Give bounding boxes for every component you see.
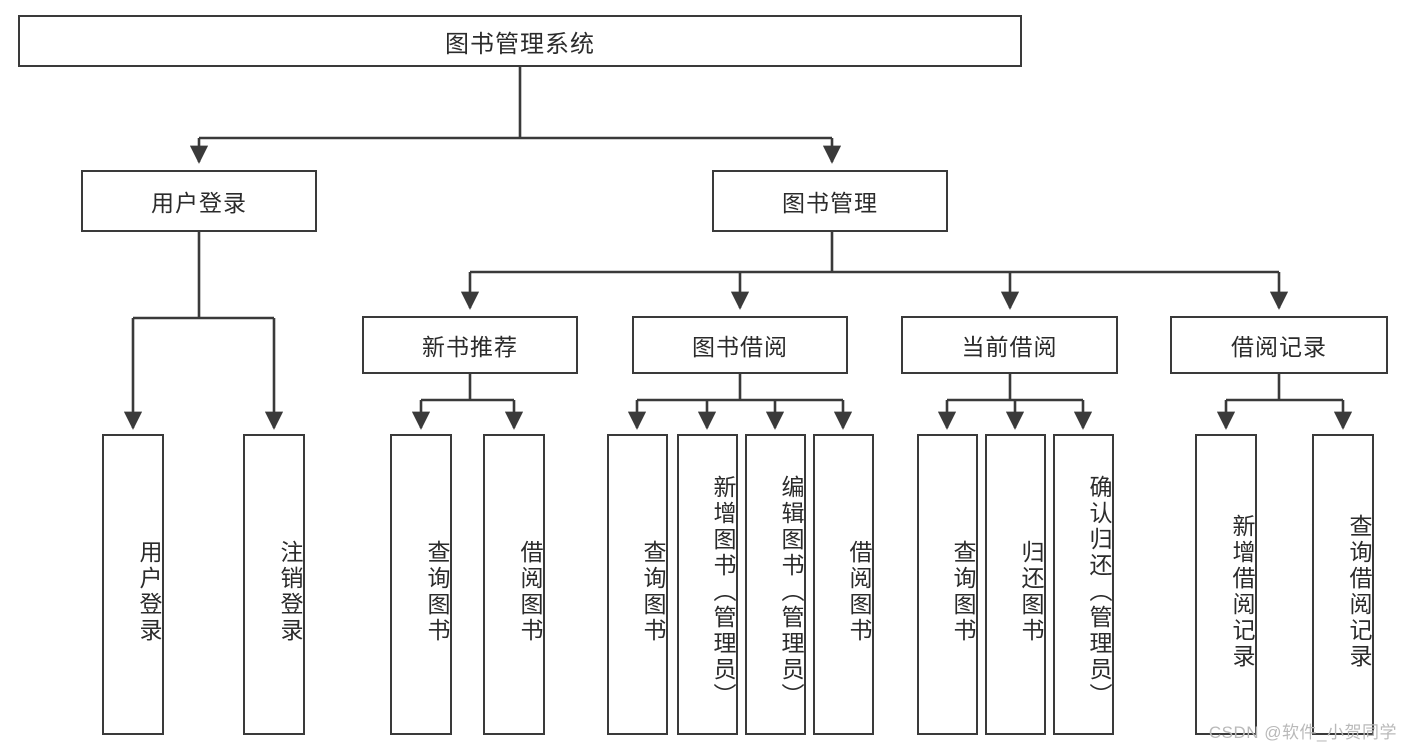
node-label: 借阅图书 — [517, 539, 543, 644]
leaf-borrow-borrow-book[interactable]: 借阅图书 — [813, 434, 874, 735]
leaf-user-login[interactable]: 用户登录 — [102, 434, 164, 735]
leaf-current-query-book[interactable]: 查询图书 — [917, 434, 978, 735]
leaf-newbook-borrow-book[interactable]: 借阅图书 — [483, 434, 545, 735]
node-root-system[interactable]: 图书管理系统 — [18, 15, 1022, 67]
node-borrow-record[interactable]: 借阅记录 — [1170, 316, 1388, 374]
node-label: 用户登录 — [136, 539, 162, 644]
leaf-current-return-book[interactable]: 归还图书 — [985, 434, 1046, 735]
node-label: 查询图书 — [640, 539, 666, 644]
node-label: 借阅图书 — [846, 539, 872, 644]
leaf-record-query-record[interactable]: 查询借阅记录 — [1312, 434, 1374, 735]
node-book-management[interactable]: 图书管理 — [712, 170, 948, 232]
node-label: 新增图书（管理员） — [710, 474, 736, 709]
node-book-borrow[interactable]: 图书借阅 — [632, 316, 848, 374]
node-label: 查询借阅记录 — [1346, 513, 1372, 670]
node-label: 查询图书 — [950, 539, 976, 644]
node-label: 图书借阅 — [692, 334, 788, 360]
leaf-borrow-edit-book-admin[interactable]: 编辑图书（管理员） — [745, 434, 806, 735]
node-current-borrow[interactable]: 当前借阅 — [901, 316, 1118, 374]
watermark: CSDN @软件_小贺同学 — [1208, 723, 1397, 742]
node-label: 新增借阅记录 — [1229, 513, 1255, 670]
leaf-borrow-add-book-admin[interactable]: 新增图书（管理员） — [677, 434, 738, 735]
node-new-book-recommend[interactable]: 新书推荐 — [362, 316, 578, 374]
node-label: 用户登录 — [151, 190, 247, 216]
node-label: 注销登录 — [277, 539, 303, 644]
node-label: 当前借阅 — [961, 334, 1058, 360]
node-label: 编辑图书（管理员） — [778, 474, 804, 709]
node-label: 查询图书 — [424, 539, 450, 644]
leaf-newbook-query-book[interactable]: 查询图书 — [390, 434, 452, 735]
node-label: 归还图书 — [1018, 539, 1044, 644]
node-label: 图书管理系统 — [445, 30, 595, 58]
node-user-login[interactable]: 用户登录 — [81, 170, 317, 232]
node-label: 借阅记录 — [1231, 334, 1327, 360]
node-label: 确认归还（管理员） — [1086, 474, 1112, 709]
node-label: 图书管理 — [782, 190, 878, 216]
node-label: 新书推荐 — [422, 334, 518, 360]
leaf-record-add-record[interactable]: 新增借阅记录 — [1195, 434, 1257, 735]
leaf-current-confirm-return-admin[interactable]: 确认归还（管理员） — [1053, 434, 1114, 735]
leaf-user-logout[interactable]: 注销登录 — [243, 434, 305, 735]
leaf-borrow-query-book[interactable]: 查询图书 — [607, 434, 668, 735]
